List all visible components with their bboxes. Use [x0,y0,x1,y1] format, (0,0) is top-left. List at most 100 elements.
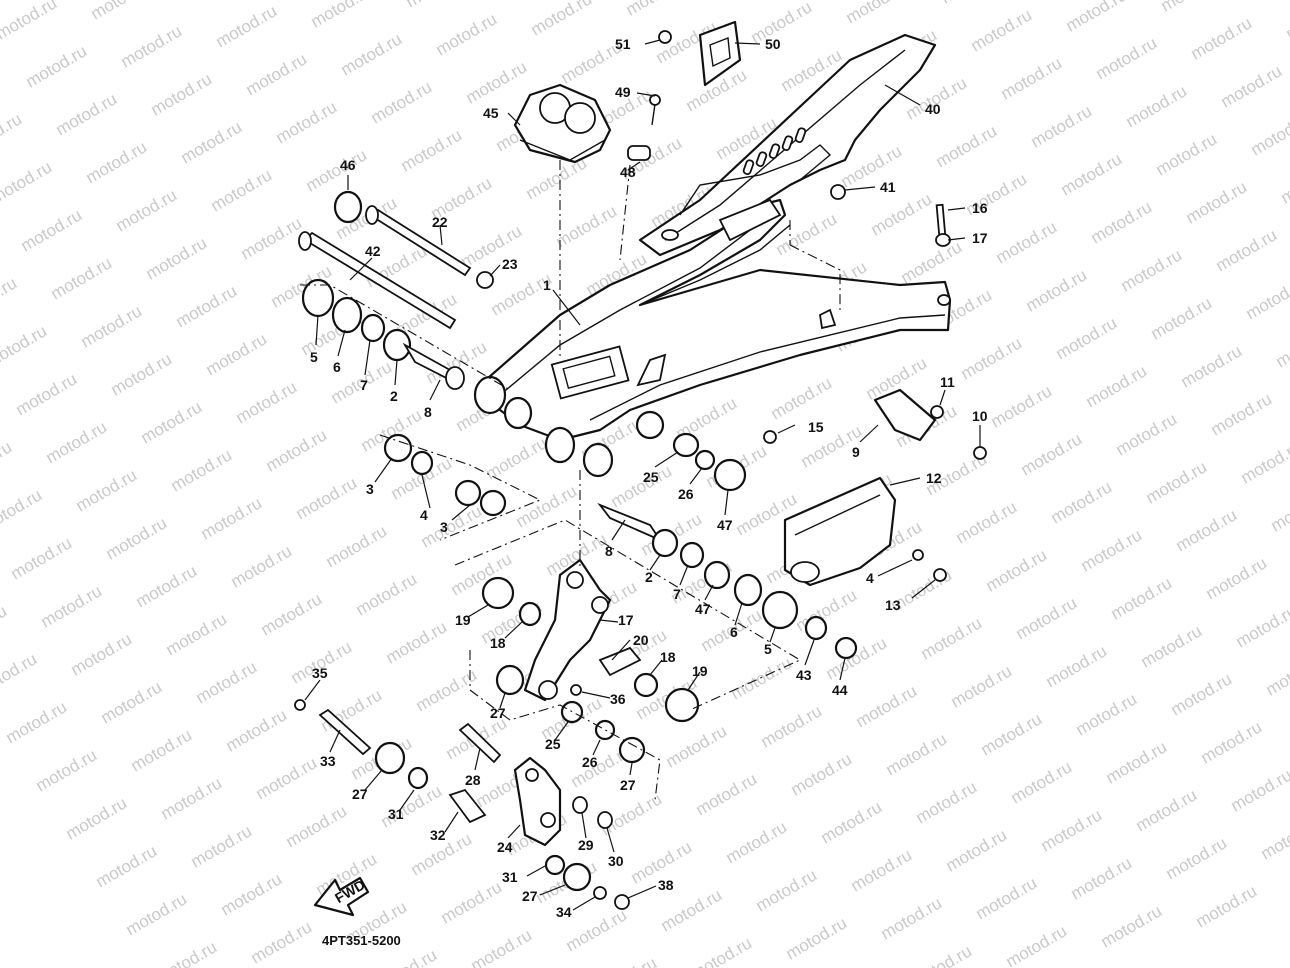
part-label: 50 [765,36,781,52]
watermark-text: motod.ru [513,481,581,531]
watermark-text: motod.ru [33,745,101,795]
watermark-text: motod.ru [188,821,256,871]
watermark-text: motod.ru [283,801,351,851]
watermark-text: motod.ru [143,233,211,283]
watermark-text: motod.ru [1078,525,1146,575]
watermark-text: motod.ru [53,89,121,139]
watermark-text: motod.ru [1133,785,1201,835]
watermark-text: motod.ru [1163,833,1231,883]
watermark-text: motod.ru [93,841,161,891]
watermark-text: motod.ru [1018,429,1086,479]
part-label: 17 [972,230,988,246]
watermark-text: motod.ru [623,0,691,19]
part-label: 25 [643,469,659,485]
part-label: 28 [465,772,481,788]
part-label: 11 [940,374,955,390]
watermark-text: motod.ru [608,461,676,511]
part-label: 17 [618,612,634,628]
watermark-text: motod.ru [273,97,341,147]
watermark-text: motod.ru [78,301,146,351]
exploded-drawing: FWD [294,20,987,917]
watermark-text: motod.ru [148,69,216,119]
part-label: 2 [645,569,653,585]
watermark-text: motod.ru [783,913,851,963]
watermark-text: motod.ru [238,213,306,263]
watermark-text: motod.ru [1268,485,1290,535]
watermark-text: motod.ru [1148,293,1216,343]
watermark-text: motod.ru [1158,0,1226,15]
watermark-text: motod.ru [0,0,60,43]
part-label: 44 [832,682,848,698]
watermark-text: motod.ru [18,205,86,255]
part-label: 46 [340,157,356,173]
part-label: 34 [556,904,572,920]
watermark-text: motod.ru [948,661,1016,711]
watermark-text: motod.ru [1108,573,1176,623]
watermark-text: motod.ru [563,905,631,955]
watermark-text: motod.ru [0,649,40,699]
part-label: 3 [366,481,374,497]
watermark-text: motod.ru [958,333,1026,383]
watermark-text: motod.ru [263,425,331,475]
watermark-text: motod.ru [1208,389,1276,439]
watermark-text: motod.ru [63,793,131,843]
part-label: 31 [502,869,518,885]
watermark-text: motod.ru [1193,881,1261,931]
watermark-text: motod.ru [463,57,531,107]
watermark-text: motod.ru [178,117,246,167]
watermark-text: motod.ru [168,445,236,495]
part-label: 6 [333,359,341,375]
watermark-text: motod.ru [113,185,181,235]
part-label: 15 [808,419,824,435]
watermark-text: motod.ru [1053,313,1121,363]
watermark-text: motod.ru [1233,601,1290,651]
watermark-text: motod.ru [68,629,136,679]
watermark-text: motod.ru [438,877,506,927]
part-label: 36 [610,691,626,707]
watermark-text: motod.ru [98,677,166,727]
part-label: 9 [852,444,860,460]
part-label: 3 [440,519,448,535]
watermark-text: motod.ru [953,497,1021,547]
part-label: 26 [678,486,694,502]
watermark-text: motod.ru [23,41,91,91]
watermark-text: motod.ru [233,377,301,427]
chain-guard-vents [742,127,807,176]
watermark-text: motod.ru [338,29,406,79]
part-label: 12 [926,470,942,486]
watermark-text: motod.ru [823,633,891,683]
part-label: 27 [522,888,538,904]
watermark-text: motod.ru [193,657,261,707]
leader-lines [304,39,981,911]
watermark-text: motod.ru [968,5,1036,55]
watermark-text: motod.ru [663,721,731,771]
watermark-text: motod.ru [133,561,201,611]
watermark-text: motod.ru [3,697,71,747]
watermark-text: motod.ru [1003,921,1071,968]
watermark-text: motod.ru [1218,61,1286,111]
watermark-text: motod.ru [88,0,156,23]
watermark-text: motod.ru [43,417,111,467]
part-label: 48 [620,164,636,180]
part-label: 27 [620,777,636,793]
watermark-text: motod.ru [1048,477,1116,527]
watermark-text: motod.ru [323,521,391,571]
part-label: 27 [352,786,368,802]
part-label: 33 [320,753,336,769]
watermark-text: motod.ru [1068,853,1136,903]
part-label: 25 [545,736,561,752]
watermark-text: motod.ru [13,369,81,419]
watermark-text: motod.ru [1143,457,1211,507]
watermark-text: motod.ru [198,493,266,543]
watermark-text: motod.ru [768,373,836,423]
part-label: 2 [390,388,398,404]
watermark-text: motod.ru [353,569,421,619]
watermark-text: motod.ru [883,729,951,779]
watermark-text: motod.ru [433,9,501,59]
watermark-text: motod.ru [1123,81,1191,131]
watermark-text: motod.ru [918,613,986,663]
watermark-text: motod.ru [218,869,286,919]
watermark-text: motod.ru [1198,717,1266,767]
watermark-text: motod.ru [1183,177,1251,227]
part-label: 31 [388,806,404,822]
